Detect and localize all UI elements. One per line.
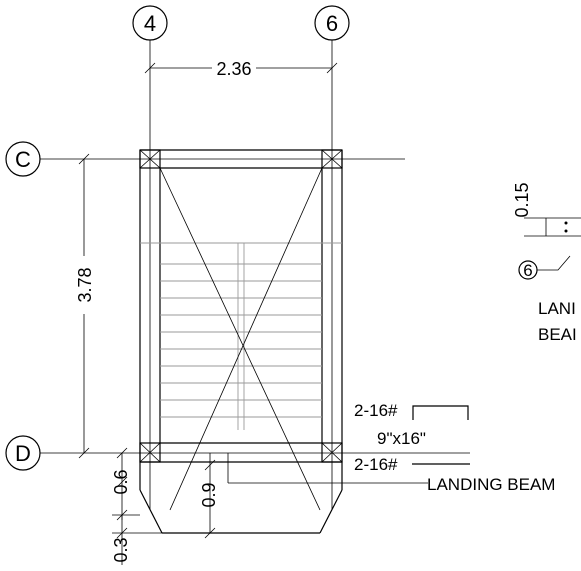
svg-text:LANI: LANI bbox=[538, 299, 576, 318]
column-d6 bbox=[321, 442, 343, 463]
svg-text:0.9: 0.9 bbox=[199, 482, 219, 507]
svg-text:3.78: 3.78 bbox=[75, 267, 95, 302]
stair-frame bbox=[139, 149, 343, 534]
grid-bubble-6: 6 bbox=[314, 5, 350, 41]
beam-section: 2-16# 9"x16" 2-16# bbox=[354, 401, 470, 474]
landing-beam-detail: 0.15 6 LANI BEAI bbox=[512, 182, 581, 344]
svg-text:0.6: 0.6 bbox=[111, 469, 131, 494]
column-c4 bbox=[139, 149, 161, 169]
grid-bubble-d: D bbox=[5, 435, 41, 471]
svg-text:4: 4 bbox=[144, 11, 156, 36]
stair-treads bbox=[140, 242, 342, 430]
dimension-0-3: 0.3 bbox=[111, 509, 162, 565]
grid-bubble-c: C bbox=[5, 141, 41, 177]
svg-text:2-16#: 2-16# bbox=[354, 455, 398, 474]
svg-text:BEAI: BEAI bbox=[538, 325, 577, 344]
svg-text:2.36: 2.36 bbox=[216, 59, 251, 79]
column-c6 bbox=[321, 149, 343, 169]
svg-text:D: D bbox=[15, 441, 31, 466]
svg-text:2-16#: 2-16# bbox=[354, 401, 398, 420]
svg-text:0.3: 0.3 bbox=[111, 537, 131, 562]
dimension-0-6: 0.6 bbox=[111, 447, 131, 520]
grid-bubble-4: 4 bbox=[132, 5, 168, 41]
svg-text:6: 6 bbox=[326, 11, 338, 36]
svg-text:LANDING BEAM: LANDING BEAM bbox=[427, 475, 555, 494]
dimension-0-9: 0.9 bbox=[199, 453, 219, 539]
svg-text:6: 6 bbox=[523, 261, 532, 280]
svg-text:C: C bbox=[15, 147, 31, 172]
dimension-width: 2.36 bbox=[144, 56, 338, 79]
column-d4 bbox=[139, 442, 161, 463]
svg-text:0.15: 0.15 bbox=[512, 182, 532, 217]
opening-cross bbox=[159, 167, 323, 511]
landing-beam-leader: LANDING BEAM bbox=[227, 453, 555, 494]
dimension-height: 3.78 bbox=[72, 153, 96, 459]
svg-text:9"x16": 9"x16" bbox=[377, 429, 426, 448]
